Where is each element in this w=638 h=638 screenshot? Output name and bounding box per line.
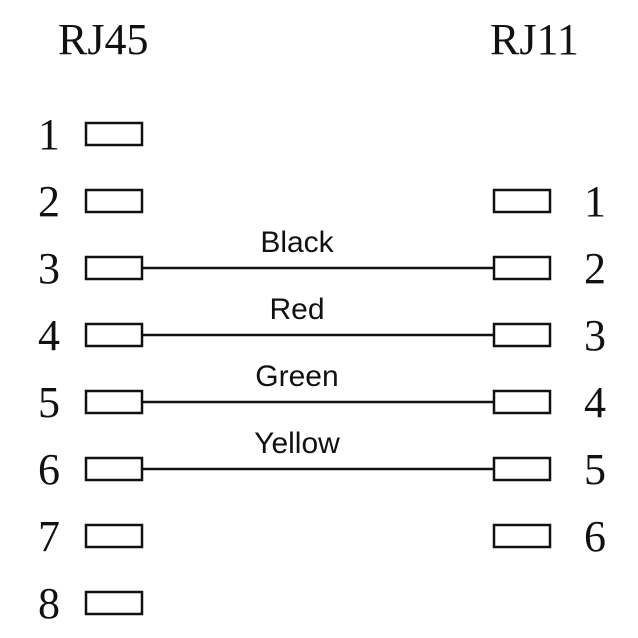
rj11-pin-box: [492, 255, 552, 281]
rj11-pin-number: 4: [584, 378, 606, 427]
rj45-pin-number: 1: [38, 110, 60, 159]
rj11-pin-box: [492, 456, 552, 482]
rj45-pin-number: 6: [38, 445, 60, 494]
rj11-pin-box: [492, 523, 552, 549]
rj45-pin-box: [84, 523, 144, 549]
rj45-pin-box: [84, 121, 144, 147]
rj11-pin-number: 6: [584, 512, 606, 561]
rj45-pin-box: [84, 389, 144, 415]
rj45-pin-number: 7: [38, 512, 60, 561]
wire-color-label: Black: [260, 226, 334, 259]
rj45-pin-box: [84, 188, 144, 214]
rj11-pin-number: 5: [584, 445, 606, 494]
right-pin-column: 1 2 3 4 5 6: [492, 177, 606, 561]
right-connector-title: RJ11: [490, 15, 579, 64]
rj45-pin-box: [84, 590, 144, 616]
rj11-pin-box: [492, 188, 552, 214]
rj45-pin-number: 4: [38, 311, 60, 360]
rj11-pin-number: 1: [584, 177, 606, 226]
rj45-pin-box: [84, 322, 144, 348]
rj45-pin-number: 8: [38, 579, 60, 628]
wire-color-label: Red: [269, 293, 324, 326]
rj45-pin-box: [84, 456, 144, 482]
rj11-pin-box: [492, 322, 552, 348]
rj11-pin-box: [492, 389, 552, 415]
rj45-pin-number: 3: [38, 244, 60, 293]
rj11-pin-number: 2: [584, 244, 606, 293]
rj11-pin-number: 3: [584, 311, 606, 360]
rj45-pin-number: 2: [38, 177, 60, 226]
rj45-pin-number: 5: [38, 378, 60, 427]
left-connector-title: RJ45: [58, 15, 148, 64]
wire-color-label: Green: [255, 360, 338, 393]
rj45-pin-box: [84, 255, 144, 281]
left-pin-column: 1 2 3 4 5 6 7 8: [38, 110, 144, 628]
wire-color-label: Yellow: [254, 427, 340, 460]
